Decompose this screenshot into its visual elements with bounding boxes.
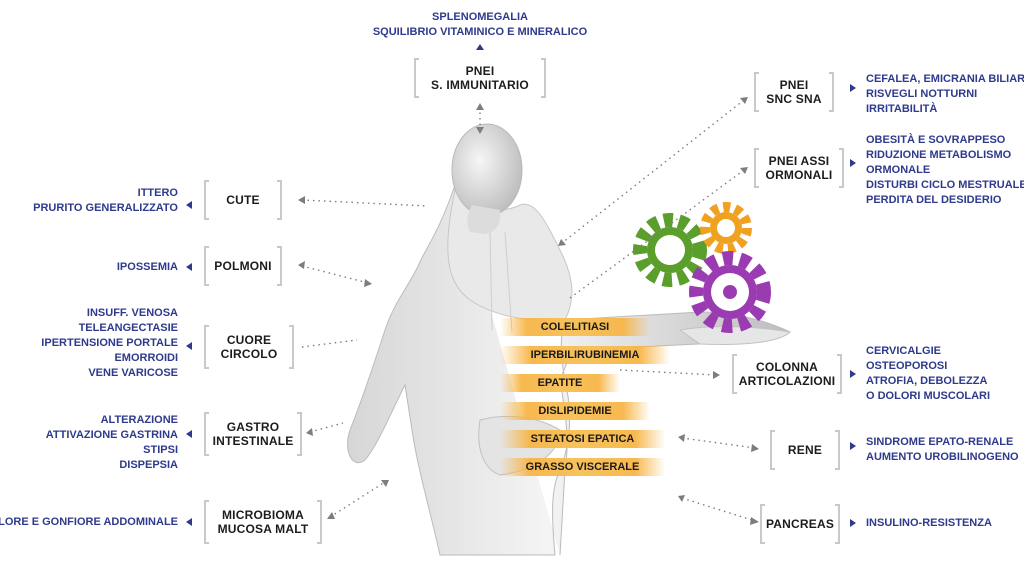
box-colonna: COLONNA ARTICOLAZIONI <box>732 354 842 394</box>
liver-condition-dislipidemie: DISLIPIDEMIE <box>500 402 650 420</box>
notes-polmoni: IPOSSEMIA <box>117 260 178 275</box>
note-item: IPERTENSIONE PORTALE <box>41 337 178 349</box>
note-item: CEFALEA, EMICRANIA BILIARE <box>866 73 1024 85</box>
box-pnei-assi: PNEI ASSI ORMONALI <box>754 148 844 188</box>
note-item: ORMONALE <box>866 164 931 176</box>
notes-gastro: ALTERAZIONE ATTIVAZIONE GASTRINA STIPSI … <box>46 413 178 473</box>
box-rene: RENE <box>770 430 840 470</box>
liver-condition-colelitiasi: COLELITIASI <box>500 318 650 336</box>
notes-assi: OBESITÀ E SOVRAPPESO RIDUZIONE METABOLIS… <box>866 133 1024 208</box>
note-item: ALTERAZIONE <box>100 414 178 426</box>
notes-cute: ITTERO PRURITO GENERALIZZATO <box>33 186 178 216</box>
note-item: DISPEPSIA <box>119 459 178 471</box>
liver-condition-iperbilirubinemia: IPERBILIRUBINEMIA <box>500 346 670 364</box>
note-item: DISTURBI CICLO MESTRUALE <box>866 179 1024 191</box>
note-item: PERDITA DEL DESIDERIO <box>866 194 1002 206</box>
note-item: ATTIVAZIONE GASTRINA <box>45 429 178 441</box>
notes-microbioma: DOLORE E GONFIORE ADDOMINALE <box>0 515 178 530</box>
connector-arrowheads <box>298 97 759 525</box>
arrow-right-icon <box>850 519 856 527</box>
box-pancreas: PANCREAS <box>760 504 840 544</box>
human-figure <box>347 123 792 556</box>
notes-colonna: CERVICALGIE OSTEOPOROSI ATROFIA, DEBOLEZ… <box>866 344 990 404</box>
note-item: AUMENTO UROBILINOGENO <box>866 451 1019 463</box>
note-item: O DOLORI MUSCOLARI <box>866 390 991 402</box>
connectors <box>301 99 756 522</box>
arrow-right-icon <box>850 84 856 92</box>
note-item: INSUFF. VENOSA <box>86 307 178 319</box>
note-item: RISVEGLI NOTTURNI <box>866 88 978 100</box>
note-item: OBESITÀ E SOVRAPPESO <box>866 134 1006 146</box>
notes-cuore: INSUFF. VENOSA TELEANGECTASIE IPERTENSIO… <box>41 306 178 381</box>
note-item: STIPSI <box>143 444 178 456</box>
liver-condition-grasso-viscerale: GRASSO VISCERALE <box>500 458 665 476</box>
gear-green-icon <box>633 213 707 287</box>
arrow-right-icon <box>850 159 856 167</box>
notes-snc: CEFALEA, EMICRANIA BILIARE RISVEGLI NOTT… <box>866 72 1024 117</box>
arrow-right-icon <box>850 442 856 450</box>
note-item: PRURITO GENERALIZZATO <box>33 202 178 214</box>
note-item: ATROFIA, DEBOLEZZA <box>866 375 988 387</box>
arrow-right-icon <box>850 370 856 378</box>
top-note-squilibrio: SQUILIBRIO VITAMINICO E MINERALICO <box>372 26 588 38</box>
note-item: OSTEOPOROSI <box>866 360 948 372</box>
box-polmoni: POLMONI <box>204 246 282 286</box>
liver-condition-steatosi: STEATOSI EPATICA <box>500 430 665 448</box>
arrow-left-icon <box>186 430 192 438</box>
box-microbioma: MICROBIOMA MUCOSA MALT <box>204 500 322 544</box>
arrow-left-icon <box>186 201 192 209</box>
box-gastro-intestinale: GASTRO INTESTINALE <box>204 412 302 456</box>
arrow-left-icon <box>186 263 192 271</box>
note-item: IRRITABILITÀ <box>866 103 938 115</box>
arrow-left-icon <box>186 342 192 350</box>
box-pnei-immunitario: PNEI S. IMMUNITARIO <box>414 58 546 98</box>
note-item: DOLORE E GONFIORE ADDOMINALE <box>0 516 178 528</box>
note-item: INSULINO-RESISTENZA <box>866 517 992 529</box>
arrow-left-icon <box>186 518 192 526</box>
note-item: IPOSSEMIA <box>116 261 178 273</box>
notes-pancreas: INSULINO-RESISTENZA <box>866 516 992 531</box>
liver-condition-epatite: EPATITE <box>500 374 620 392</box>
arrow-up-icon <box>476 44 484 50</box>
box-cuore-circolo: CUORE CIRCOLO <box>204 325 294 369</box>
gear-orange-icon <box>700 202 752 254</box>
note-item: EMORROIDI <box>114 352 178 364</box>
note-item: SINDROME EPATO-RENALE <box>866 436 1014 448</box>
gear-purple-icon <box>689 251 771 333</box>
note-item: VENE VARICOSE <box>88 367 178 379</box>
notes-rene: SINDROME EPATO-RENALE AUMENTO UROBILINOG… <box>866 435 1019 465</box>
top-note-splenomegalia: SPLENOMEGALIA <box>432 11 528 23</box>
note-item: RIDUZIONE METABOLISMO <box>866 149 1012 161</box>
box-cute: CUTE <box>204 180 282 220</box>
note-item: TELEANGECTASIE <box>78 322 178 334</box>
box-pnei-snc: PNEI SNC SNA <box>754 72 834 112</box>
note-item: ITTERO <box>137 187 178 199</box>
note-item: CERVICALGIE <box>866 345 941 357</box>
